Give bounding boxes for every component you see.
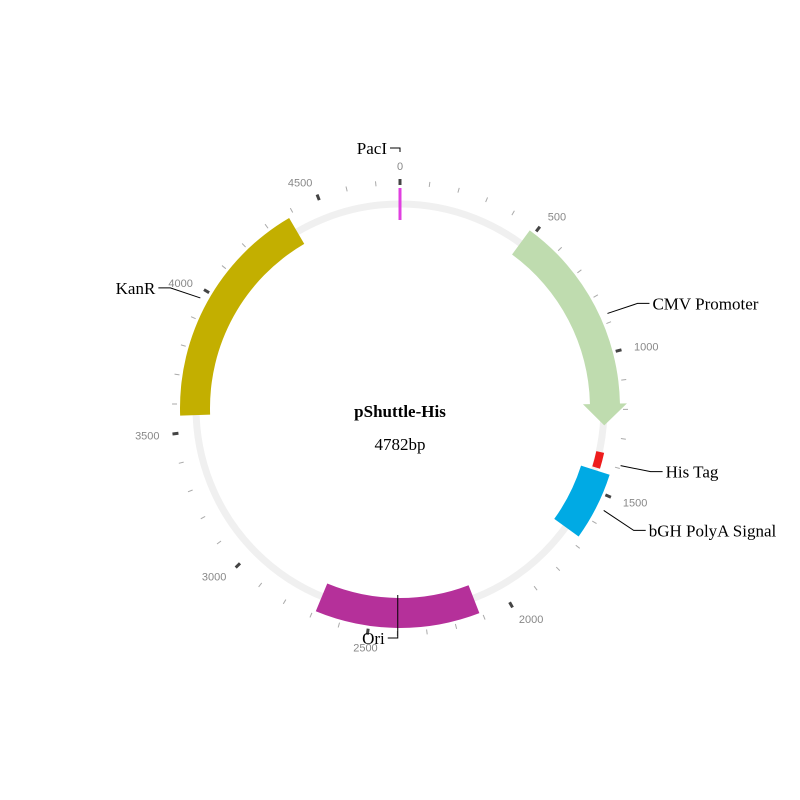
minor-tick: [264, 223, 269, 229]
minor-tick: [533, 585, 538, 591]
tick-label: 1500: [623, 497, 647, 509]
minor-tick: [621, 378, 627, 381]
minor-tick: [454, 623, 458, 629]
minor-tick: [511, 210, 515, 216]
minor-tick: [428, 181, 431, 187]
minor-tick: [241, 243, 246, 248]
label-paci: PacI: [357, 139, 388, 158]
minor-tick: [426, 629, 428, 635]
minor-tick: [216, 540, 222, 545]
kanr-block: [180, 217, 305, 416]
minor-tick: [289, 207, 294, 213]
tick-label: 500: [548, 211, 566, 223]
minor-tick: [557, 246, 563, 252]
paci-leader: [390, 147, 401, 152]
plasmid-name: pShuttle-His: [354, 402, 446, 421]
major-tick: [604, 493, 612, 499]
minor-tick: [221, 265, 227, 270]
tick-label: 4500: [288, 177, 312, 189]
minor-tick: [200, 516, 206, 520]
minor-tick: [258, 582, 263, 588]
minor-tick: [337, 622, 341, 628]
minor-tick: [178, 461, 184, 464]
minor-tick: [190, 316, 196, 320]
tick-label: 2500: [353, 643, 377, 655]
label-bgh: bGH PolyA Signal: [649, 521, 777, 540]
label-ori: Ori: [362, 629, 385, 648]
major-tick: [172, 431, 179, 436]
ori-leader: [387, 594, 399, 639]
tick-label: 0: [397, 161, 403, 173]
minor-tick: [593, 294, 599, 298]
major-tick: [315, 193, 321, 201]
minor-tick: [180, 344, 186, 347]
minor-tick: [591, 520, 597, 524]
minor-tick: [345, 186, 348, 192]
kanr-leader: [158, 287, 201, 299]
plasmid-length: 4782bp: [375, 435, 426, 454]
minor-tick: [309, 612, 313, 618]
tick-label: 2000: [519, 614, 543, 626]
label-cmv: CMV Promoter: [652, 294, 758, 313]
histag-block: [592, 451, 605, 469]
major-tick: [203, 288, 210, 294]
minor-tick: [577, 269, 582, 274]
major-tick: [365, 628, 370, 635]
minor-tick: [555, 566, 561, 571]
bgh-leader: [603, 509, 646, 531]
minor-tick: [482, 614, 486, 620]
major-tick: [234, 562, 242, 569]
histag-leader: [620, 465, 663, 473]
bgh-block: [554, 465, 610, 537]
minor-tick: [485, 197, 489, 203]
minor-tick: [457, 187, 460, 193]
minor-tick: [575, 544, 581, 549]
minor-tick: [606, 321, 612, 325]
major-tick: [615, 348, 622, 353]
label-kanr: KanR: [116, 279, 156, 298]
label-histag: His Tag: [666, 463, 719, 482]
minor-tick: [374, 181, 377, 187]
tick-label: 4000: [168, 278, 192, 290]
tick-label: 1000: [634, 342, 658, 354]
tick-label: 3500: [135, 430, 159, 442]
minor-tick: [187, 489, 193, 493]
cmv-leader: [607, 302, 650, 314]
scale-ticks: 0 500 1000 1500 2000 2500 3000 3500 4000 4500: [135, 161, 658, 655]
major-tick: [535, 225, 542, 233]
minor-tick: [614, 466, 620, 470]
major-tick: [508, 601, 514, 609]
minor-tick: [174, 373, 180, 376]
minor-tick: [282, 599, 287, 605]
cmv-arrow: [512, 230, 627, 426]
tick-label: 3000: [202, 572, 226, 584]
minor-tick: [620, 438, 626, 440]
